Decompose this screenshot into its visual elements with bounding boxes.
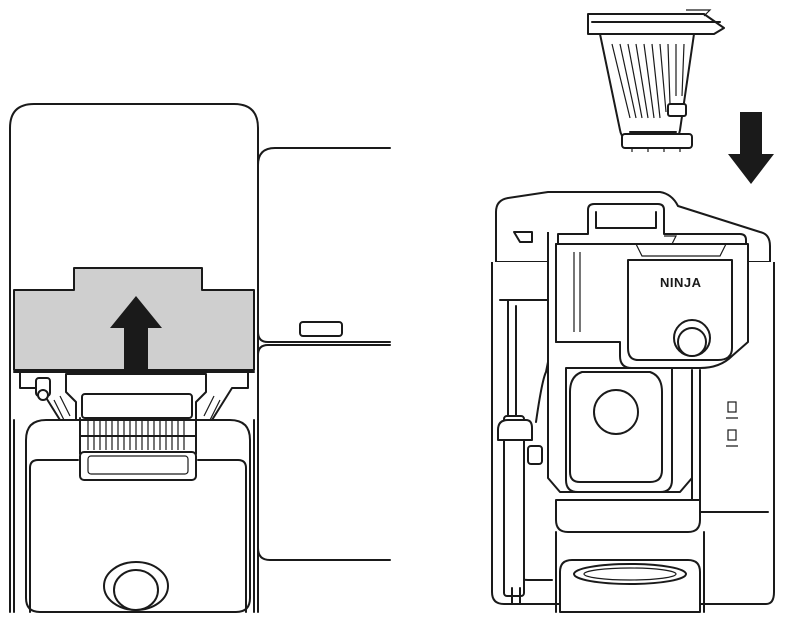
front-panel — [25, 419, 251, 613]
carafe-plate — [555, 499, 705, 613]
side-handle — [497, 415, 543, 605]
size-dial-knob[interactable] — [673, 319, 711, 357]
down-arrow-icon — [728, 112, 774, 184]
reservoir-panel — [257, 147, 391, 561]
removed-brew-basket — [587, 9, 725, 152]
coffee-maker-full-view: NINJA — [491, 191, 775, 613]
brew-dial-knob[interactable] — [103, 561, 169, 611]
brewer-tower — [9, 103, 259, 613]
left-closeup-view — [9, 103, 391, 613]
up-arrow-icon — [110, 296, 162, 372]
ninja-logo: NINJA — [660, 275, 702, 290]
